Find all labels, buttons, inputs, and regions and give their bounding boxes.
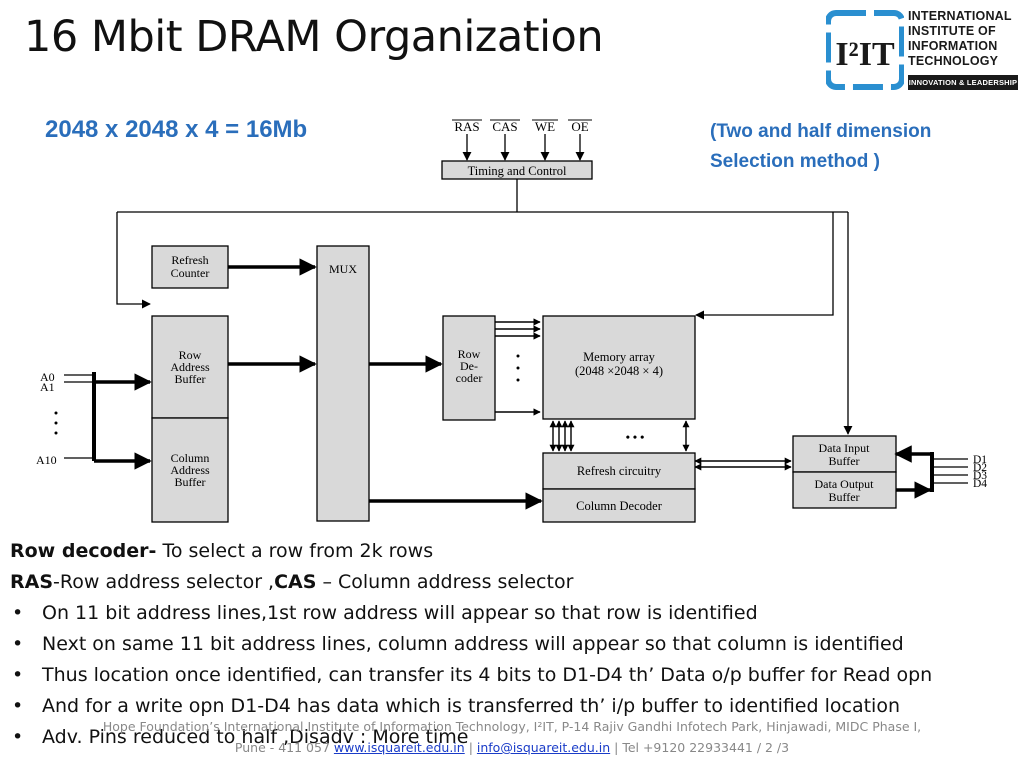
logo-mark-text: I²IT [835,36,895,73]
row-address-buffer-line-3: Buffer [174,372,205,386]
logo-line-2: INSTITUTE OF [908,24,996,38]
ras-signal-label: RAS [454,119,479,134]
cas-term: CAS [274,571,317,593]
ras-cas-definition: RAS-Row address selector ,CAS – Column a… [10,567,1015,598]
ras-term: RAS [10,571,54,593]
address-a1-label: A1 [40,380,55,394]
timing-control-label: Timing and Control [468,164,567,178]
column-decoder-block: Column Decoder [542,488,696,523]
data-line-d1-label: D1 [973,454,987,466]
array-refresh-links [549,420,690,452]
logo-line-3: INFORMATION [908,39,998,53]
mux-label: MUX [329,262,357,276]
data-input-buffer-block: Data Input Buffer [792,435,897,473]
list-item: •And for a write opn D1-D4 has data whic… [12,695,900,717]
list-item: •Thus location once identified, can tran… [12,664,933,686]
dram-block-diagram: RAS CAS WE OE Timing and Control Refresh… [36,119,987,523]
i2it-logo-mark-icon: I²IT [826,10,904,90]
column-decoder-label: Column Decoder [576,499,663,513]
data-buffer-links [694,457,792,471]
method-note-line-1: (Two and half dimension [710,121,932,142]
row-decoder-output-lines [495,318,541,416]
row-decoder-block: Row De- coder [442,315,496,421]
data-output-buffer-block: Data Output Buffer [792,471,897,509]
data-output-buffer-line-1: Data Output [815,477,875,491]
cas-desc: – Column address selector [316,571,574,593]
row-decoder-desc: To select a row from 2k rows [156,540,434,562]
memory-array-line-2: (2048 ×2048 × 4) [575,364,663,378]
data-input-buffer-line-1: Data Input [819,441,871,455]
data-line-d3-label: D3 [973,470,987,482]
selection-method-note: (Two and half dimension Selection method… [710,117,931,177]
row-decoder-definition: Row decoder- To select a row from 2k row… [10,536,1015,567]
control-signal-inputs: RAS CAS WE OE [452,119,592,161]
address-a0-label: A0 [40,370,55,384]
data-input-buffer-line-2: Buffer [828,454,859,468]
email-link[interactable]: info@isquareit.edu.in [476,740,611,755]
bullet-text-2: Next on same 11 bit address lines, colum… [42,633,904,655]
control-lines [116,179,853,435]
method-note-line-2: Selection method ) [710,151,880,172]
explanation-notes: Row decoder- To select a row from 2k row… [10,536,1015,753]
refresh-circuitry-label: Refresh circuitry [577,464,662,478]
column-address-buffer-line-3: Buffer [174,475,205,489]
row-address-buffer-line-1: Row [179,348,202,362]
timing-control-block: Timing and Control [441,160,593,180]
bullet-text-5: Adv. Pins reduced to half ,Disadv : More… [42,726,469,748]
refresh-counter-line-1: Refresh [171,253,208,267]
footer-address: Hope Foundation’s International Institut… [102,719,922,734]
data-output-buffer-line-2: Buffer [828,490,859,504]
logo-tagline: INNOVATION & LEADERSHIP [908,75,1018,90]
institute-logo: I²IT INTERNATIONAL INSTITUTE OF INFORMAT… [824,7,1020,95]
bitline-dots: • • • [626,430,645,444]
cas-signal-label: CAS [492,119,517,134]
bullet-text-4: And for a write opn D1-D4 has data which… [42,695,900,717]
footer-contact: Pune - 411 057 www.isquareit.edu.in | in… [234,740,790,755]
bullet-text-1: On 11 bit address lines,1st row address … [42,602,758,624]
bullet-text-3: Thus location once identified, can trans… [42,664,933,686]
memory-array-block: Memory array (2048 ×2048 × 4) [542,315,696,420]
row-address-buffer-line-2: Address [170,360,210,374]
address-inputs: A0 A1 A10 [36,370,152,470]
data-line-d4-label: D4 [973,478,987,490]
row-decoder-line-3: coder [456,371,483,385]
list-item: •Next on same 11 bit address lines, colu… [12,633,904,655]
row-decoder-line-1: Row [458,347,481,361]
column-address-buffer-line-1: Column [171,451,210,465]
mux-block: MUX [316,245,370,522]
oe-signal-label: OE [571,119,588,134]
row-decoder-line-2: De- [460,359,478,373]
buffer-to-mux-buses [228,258,317,373]
address-buffers: Row Address Buffer Column Address Buffer [151,315,229,523]
refresh-counter-block: Refresh Counter [151,245,229,289]
footer: Hope Foundation’s International Institut… [0,716,1024,758]
list-item: •Adv. Pins reduced to half ,Disadv : Mor… [12,726,469,748]
memory-array-line-1: Memory array [583,350,656,364]
slide-title: 16 Mbit DRAM Organization [24,12,604,62]
column-address-buffer-line-2: Address [170,463,210,477]
refresh-circuitry-block: Refresh circuitry [542,452,696,490]
capacity-formula: 2048 x 2048 x 4 = 16Mb [45,116,308,143]
we-signal-label: WE [535,119,555,134]
ras-desc: -Row address selector , [53,571,275,593]
address-a10-label: A10 [36,453,57,467]
logo-wordmark: INTERNATIONAL INSTITUTE OF INFORMATION T… [908,9,1012,69]
logo-line-4: TECHNOLOGY [908,54,999,68]
logo-line-1: INTERNATIONAL [908,9,1012,23]
data-lines: D1 D2 D3 D4 [894,445,987,499]
list-item: •On 11 bit address lines,1st row address… [12,602,758,624]
refresh-counter-line-2: Counter [171,266,210,280]
row-decoder-term: Row decoder- [10,540,157,562]
data-line-d2-label: D2 [973,462,987,474]
website-link[interactable]: www.isquareit.edu.in [333,740,465,755]
